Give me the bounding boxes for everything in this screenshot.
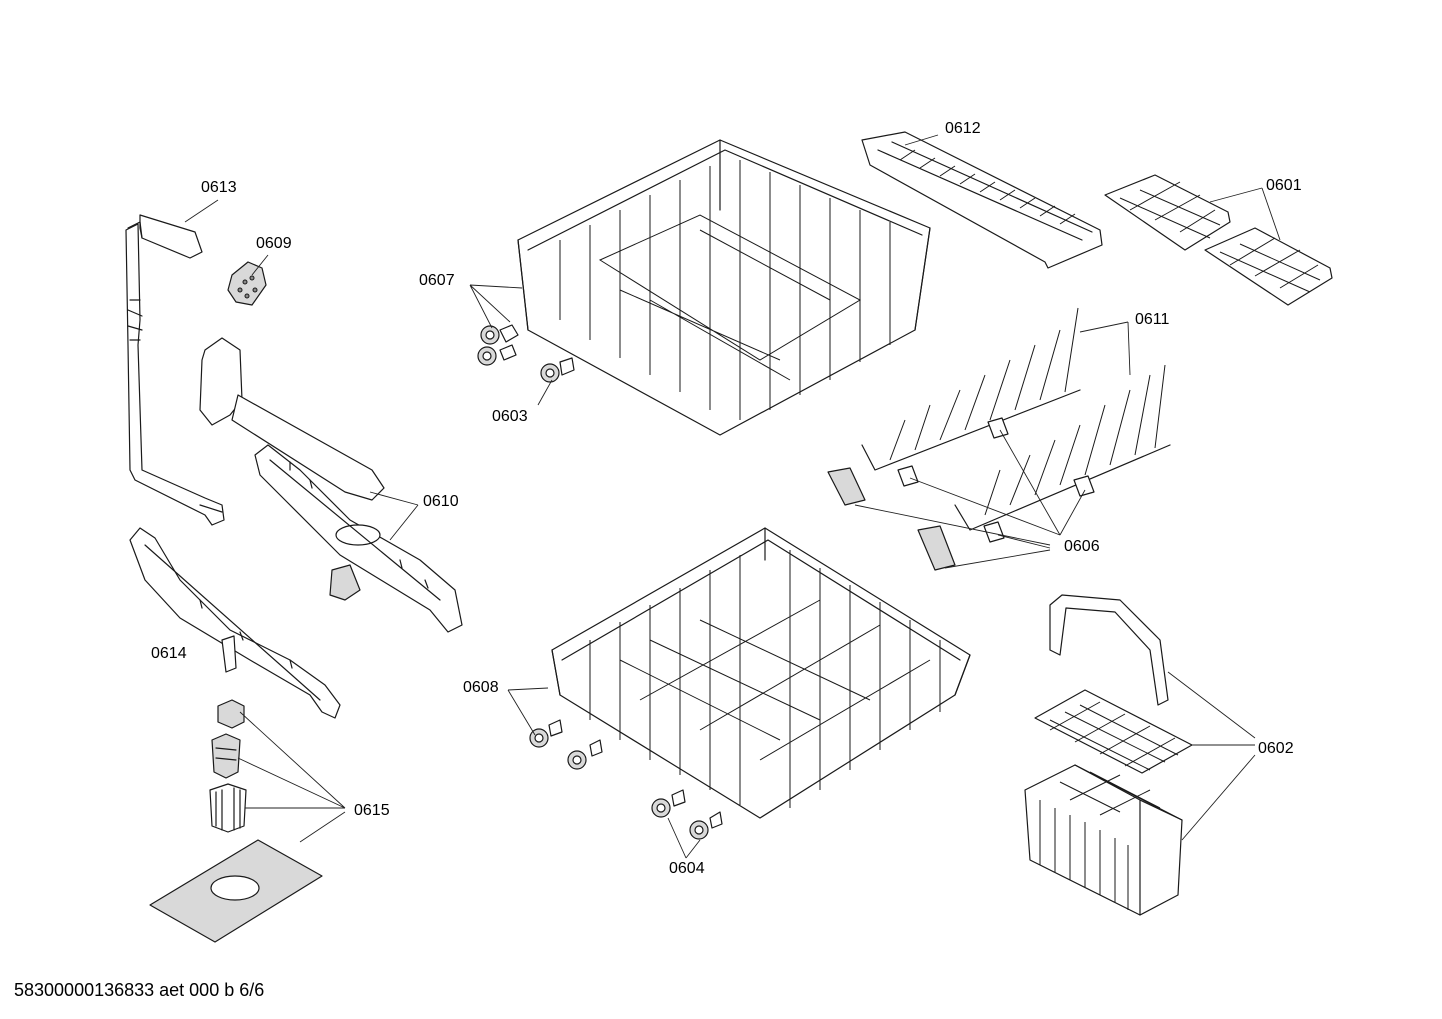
filter-set-0615: [149, 699, 323, 943]
label-0614: 0614: [151, 645, 187, 662]
label-0615: 0615: [354, 802, 390, 819]
document-reference: 58300000136833 aet 000 b 6/6: [14, 980, 265, 1000]
clips-0606: [827, 417, 1095, 571]
lower-spray-arm-0614: [129, 527, 341, 719]
basket-wheels-0604: [651, 789, 723, 840]
label-0609: 0609: [256, 235, 292, 252]
basket-wheels-0607: [477, 324, 519, 366]
spray-pipe-0613: [125, 214, 225, 526]
label-0611: 0611: [1135, 311, 1170, 328]
label-0610: 0610: [423, 493, 459, 510]
upper-basket: [517, 139, 931, 436]
cutlery-basket-0602: [1024, 594, 1193, 916]
cup-shelves-0601: [1104, 174, 1333, 306]
basket-wheel-0603: [540, 357, 575, 383]
tine-rows-0611: [861, 307, 1171, 531]
basket-wheels-0608: [529, 719, 603, 770]
label-0604: 0604: [669, 860, 705, 877]
lower-basket: [551, 527, 971, 819]
label-0612: 0612: [945, 120, 981, 137]
leader-lines: [184, 134, 1281, 859]
label-0602: 0602: [1258, 740, 1294, 757]
label-0606: 0606: [1064, 538, 1100, 555]
label-0613: 0613: [201, 179, 237, 196]
label-0608: 0608: [463, 679, 499, 696]
cutlery-tray-0612: [861, 131, 1103, 269]
label-0607: 0607: [419, 272, 455, 289]
part-labels: 0613 0609 0607 0603 0612 0601 0611 0610 …: [151, 120, 1302, 877]
nozzle-0609: [227, 261, 267, 306]
label-0601: 0601: [1266, 177, 1302, 194]
upper-spray-arm-0610: [199, 337, 463, 633]
label-0603: 0603: [492, 408, 528, 425]
